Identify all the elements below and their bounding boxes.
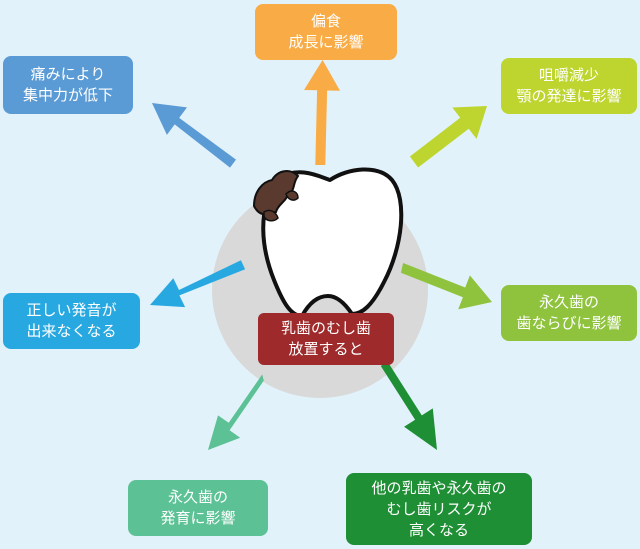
effect-label: むし歯リスクが [386,499,492,518]
effect-label: 出来なくなる [26,322,117,340]
arrow-to-chewing [409,106,487,168]
effect-label: 発育に影響 [160,509,236,527]
decayed-tooth-icon [252,167,404,318]
effect-box-chewing: 咀嚼減少 顎の発達に影響 [501,58,637,114]
effect-label: 歯ならびに影響 [516,314,622,332]
center-cause-box: 乳歯のむし歯 放置すると [258,313,394,365]
effect-box-growth: 永久歯の 発育に影響 [128,480,268,536]
effect-label: 永久歯の [538,293,599,311]
effect-label: 高くなる [408,520,469,539]
effect-box-speech: 正しい発音が 出来なくなる [3,293,140,349]
effect-label: 成長に影響 [288,33,364,51]
effect-box-other-teeth: 他の乳歯や永久歯の むし歯リスクが 高くなる [346,473,532,545]
arrow-to-other-teeth [380,361,437,450]
effect-label: 永久歯の [167,488,228,506]
effect-label: 痛みにより [30,65,106,83]
arrow-to-speech [150,260,246,308]
effect-label: 集中力が低下 [22,86,113,104]
arrow-to-concentration [152,103,236,168]
effect-label: 他の乳歯や永久歯の [371,478,507,497]
effect-label: 偏食 [310,12,341,30]
center-line-1: 乳歯のむし歯 [280,319,371,337]
arrow-to-picky-eating [304,60,340,165]
arrow-to-growth [208,374,264,450]
effect-label: 顎の発達に影響 [516,87,622,105]
effect-box-concentration: 痛みにより 集中力が低下 [3,56,133,114]
effect-label: 正しい発音が [26,301,117,319]
effect-label: 咀嚼減少 [538,66,599,84]
arrow-to-alignment [400,263,492,310]
effect-box-alignment: 永久歯の 歯ならびに影響 [501,285,637,341]
effect-box-picky-eating: 偏食 成長に影響 [255,4,397,60]
center-line-2: 放置すると [288,340,364,358]
